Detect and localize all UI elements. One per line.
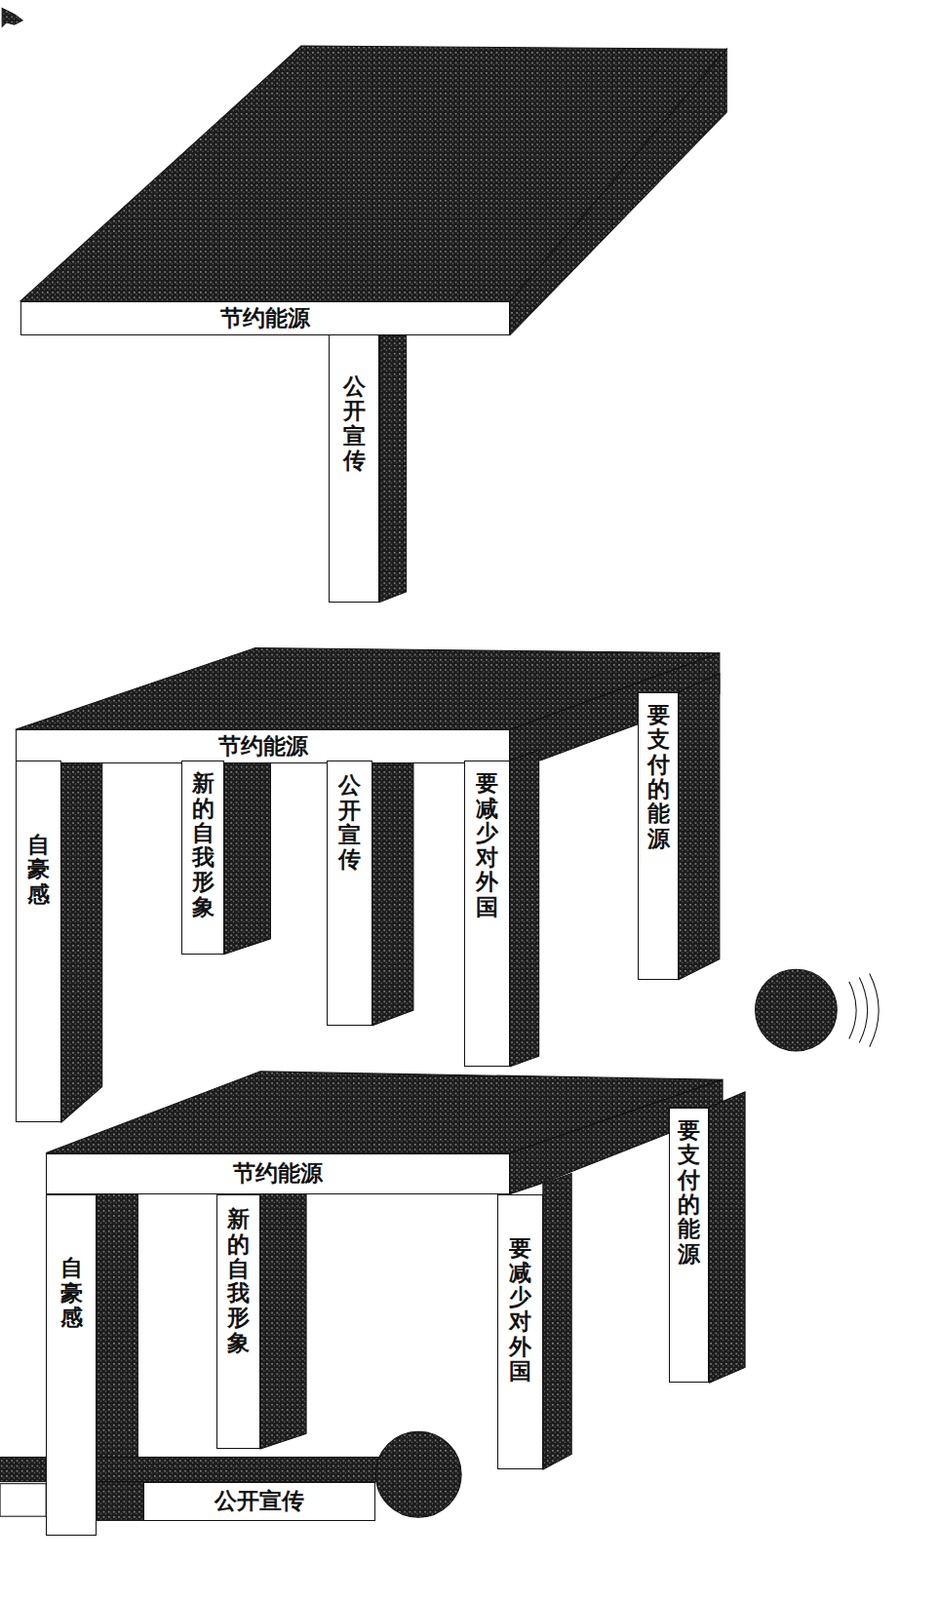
leg-label: 新的自我形象 (192, 771, 215, 920)
leg-label: 要减少对外国 (475, 771, 499, 920)
leg-label: 要支付的能源 (647, 703, 670, 852)
leg-label: 自豪感 (27, 832, 50, 907)
table-top: 公开宣传 (143, 1482, 377, 1522)
table-top: 节约能源 (15, 729, 511, 764)
top-label: 公开宣传 (214, 1486, 305, 1517)
table-leg: 新的自我形象 (216, 1194, 261, 1450)
top-label: 节约能源 (233, 1158, 323, 1189)
top-label: 节约能源 (220, 303, 311, 334)
table-leg: 要减少对外国 (497, 1194, 544, 1471)
table-leg: 自豪感 (15, 760, 62, 1124)
table-leg: 要支付的能源 (637, 692, 679, 980)
table-leg: 公开宣传 (328, 334, 380, 602)
leg-label: 公开宣传 (338, 773, 361, 872)
table-leg: 要支付的能源 (668, 1107, 710, 1384)
table-leg: 公开宣传 (326, 760, 373, 1026)
table-leg: 新的自我形象 (181, 760, 225, 955)
leg-label: 新的自我形象 (227, 1207, 250, 1356)
table-top: 节约能源 (20, 301, 510, 336)
table-top: 节约能源 (45, 1153, 510, 1195)
leg-label: 自豪感 (60, 1255, 83, 1331)
table-leg: 自豪感 (45, 1194, 97, 1537)
table-leg: 要减少对外国 (464, 760, 510, 1067)
leg-label: 要支付的能源 (677, 1118, 701, 1267)
leg-label: 要减少对外国 (508, 1236, 532, 1385)
leg-label: 公开宣传 (343, 374, 366, 473)
top-label: 节约能源 (218, 731, 309, 762)
